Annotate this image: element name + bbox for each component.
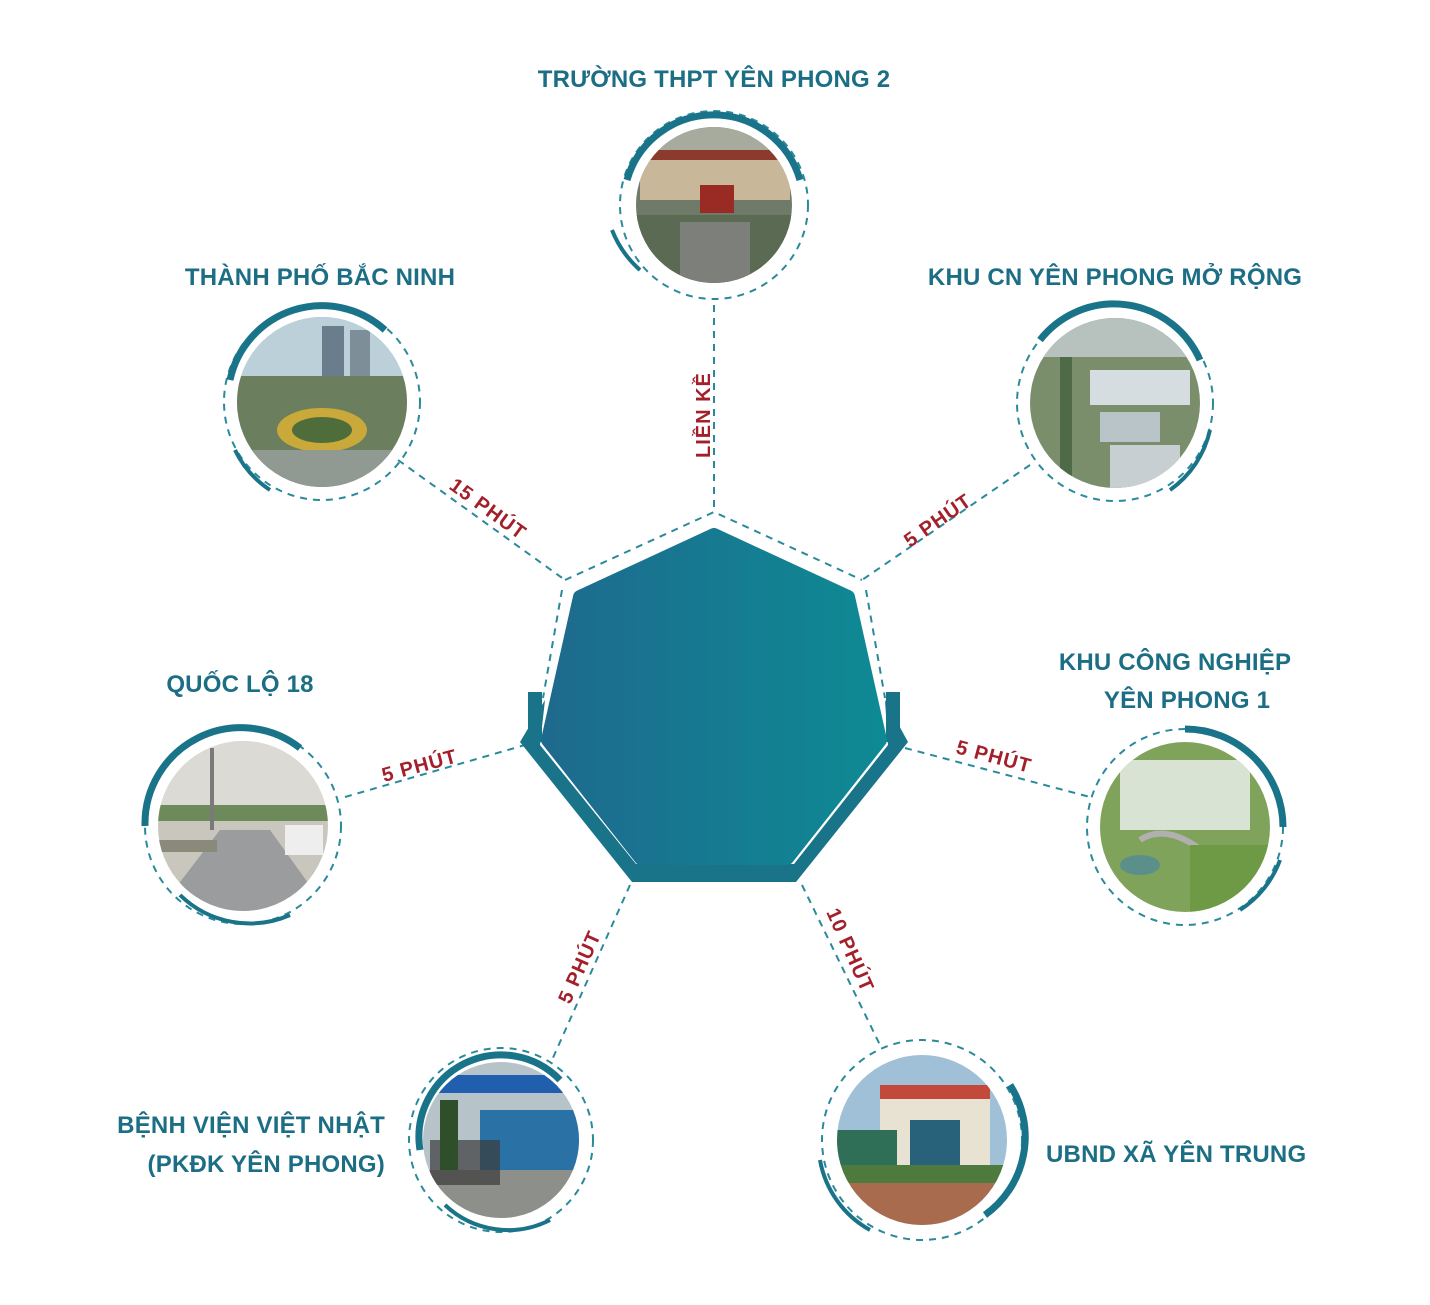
connector-kcn-morong (861, 464, 1031, 581)
node-benh-vien: BỆNH VIỆN VIỆT NHẬT (PKĐK YÊN PHONG) (117, 1047, 594, 1233)
connector-benhvien (551, 884, 631, 1061)
node-ubnd: UBND XÃ YÊN TRUNG (818, 1039, 1306, 1241)
connector-kcn1 (904, 747, 1091, 798)
office-photo (837, 1055, 1007, 1225)
hospital-photo (423, 1062, 579, 1218)
distance-label-benhvien: 5 PHÚT (553, 927, 606, 1007)
connector-bacninh (397, 459, 566, 581)
title-kcn-mo-rong: KHU CN YÊN PHONG MỞ RỘNG (928, 262, 1302, 291)
title-quoc-lo-18: QUỐC LỘ 18 (166, 670, 313, 698)
school-photo (636, 127, 792, 283)
connector-ubnd (801, 884, 881, 1046)
heptagon-dashed-outline (564, 510, 863, 581)
connector-quocl18 (344, 744, 526, 798)
connector-lines (344, 305, 1091, 1061)
industrial-photo (1030, 318, 1200, 488)
center-heptagon (520, 510, 908, 882)
node-bac-ninh: THÀNH PHỐ BẮC NINH (185, 263, 455, 501)
highway-photo (158, 741, 328, 911)
distance-label-bacninh: 15 PHÚT (445, 473, 531, 545)
title-benh-vien-line2: (PKĐK YÊN PHONG) (148, 1150, 385, 1178)
title-kcn-yen-phong-1-line1: KHU CÔNG NGHIỆP (1059, 648, 1291, 676)
node-quoc-lo-18: QUỐC LỘ 18 (141, 670, 342, 926)
node-kcn-yen-phong-1: KHU CÔNG NGHIỆP YÊN PHONG 1 (1059, 648, 1291, 926)
title-bac-ninh: THÀNH PHỐ BẮC NINH (185, 263, 455, 291)
distance-label-quocl18: 5 PHÚT (379, 744, 460, 787)
industrial-park-photo (1100, 742, 1270, 912)
city-photo (237, 317, 407, 487)
node-truong-thpt: TRƯỜNG THPT YÊN PHONG 2 (538, 65, 891, 300)
node-kcn-mo-rong: KHU CN YÊN PHONG MỞ RỘNG (928, 262, 1302, 502)
title-truong-thpt: TRƯỜNG THPT YÊN PHONG 2 (538, 65, 891, 93)
title-benh-vien-line1: BỆNH VIỆN VIỆT NHẬT (117, 1111, 385, 1139)
distance-label-kcn-morong: 5 PHÚT (899, 488, 976, 552)
title-kcn-yen-phong-1-line2: YÊN PHONG 1 (1104, 686, 1270, 714)
distance-label-top: LIỀN KỀ (692, 372, 715, 458)
heptagon-fill (541, 528, 887, 865)
distance-label-ubnd: 10 PHÚT (821, 904, 879, 995)
title-ubnd: UBND XÃ YÊN TRUNG (1046, 1140, 1306, 1168)
